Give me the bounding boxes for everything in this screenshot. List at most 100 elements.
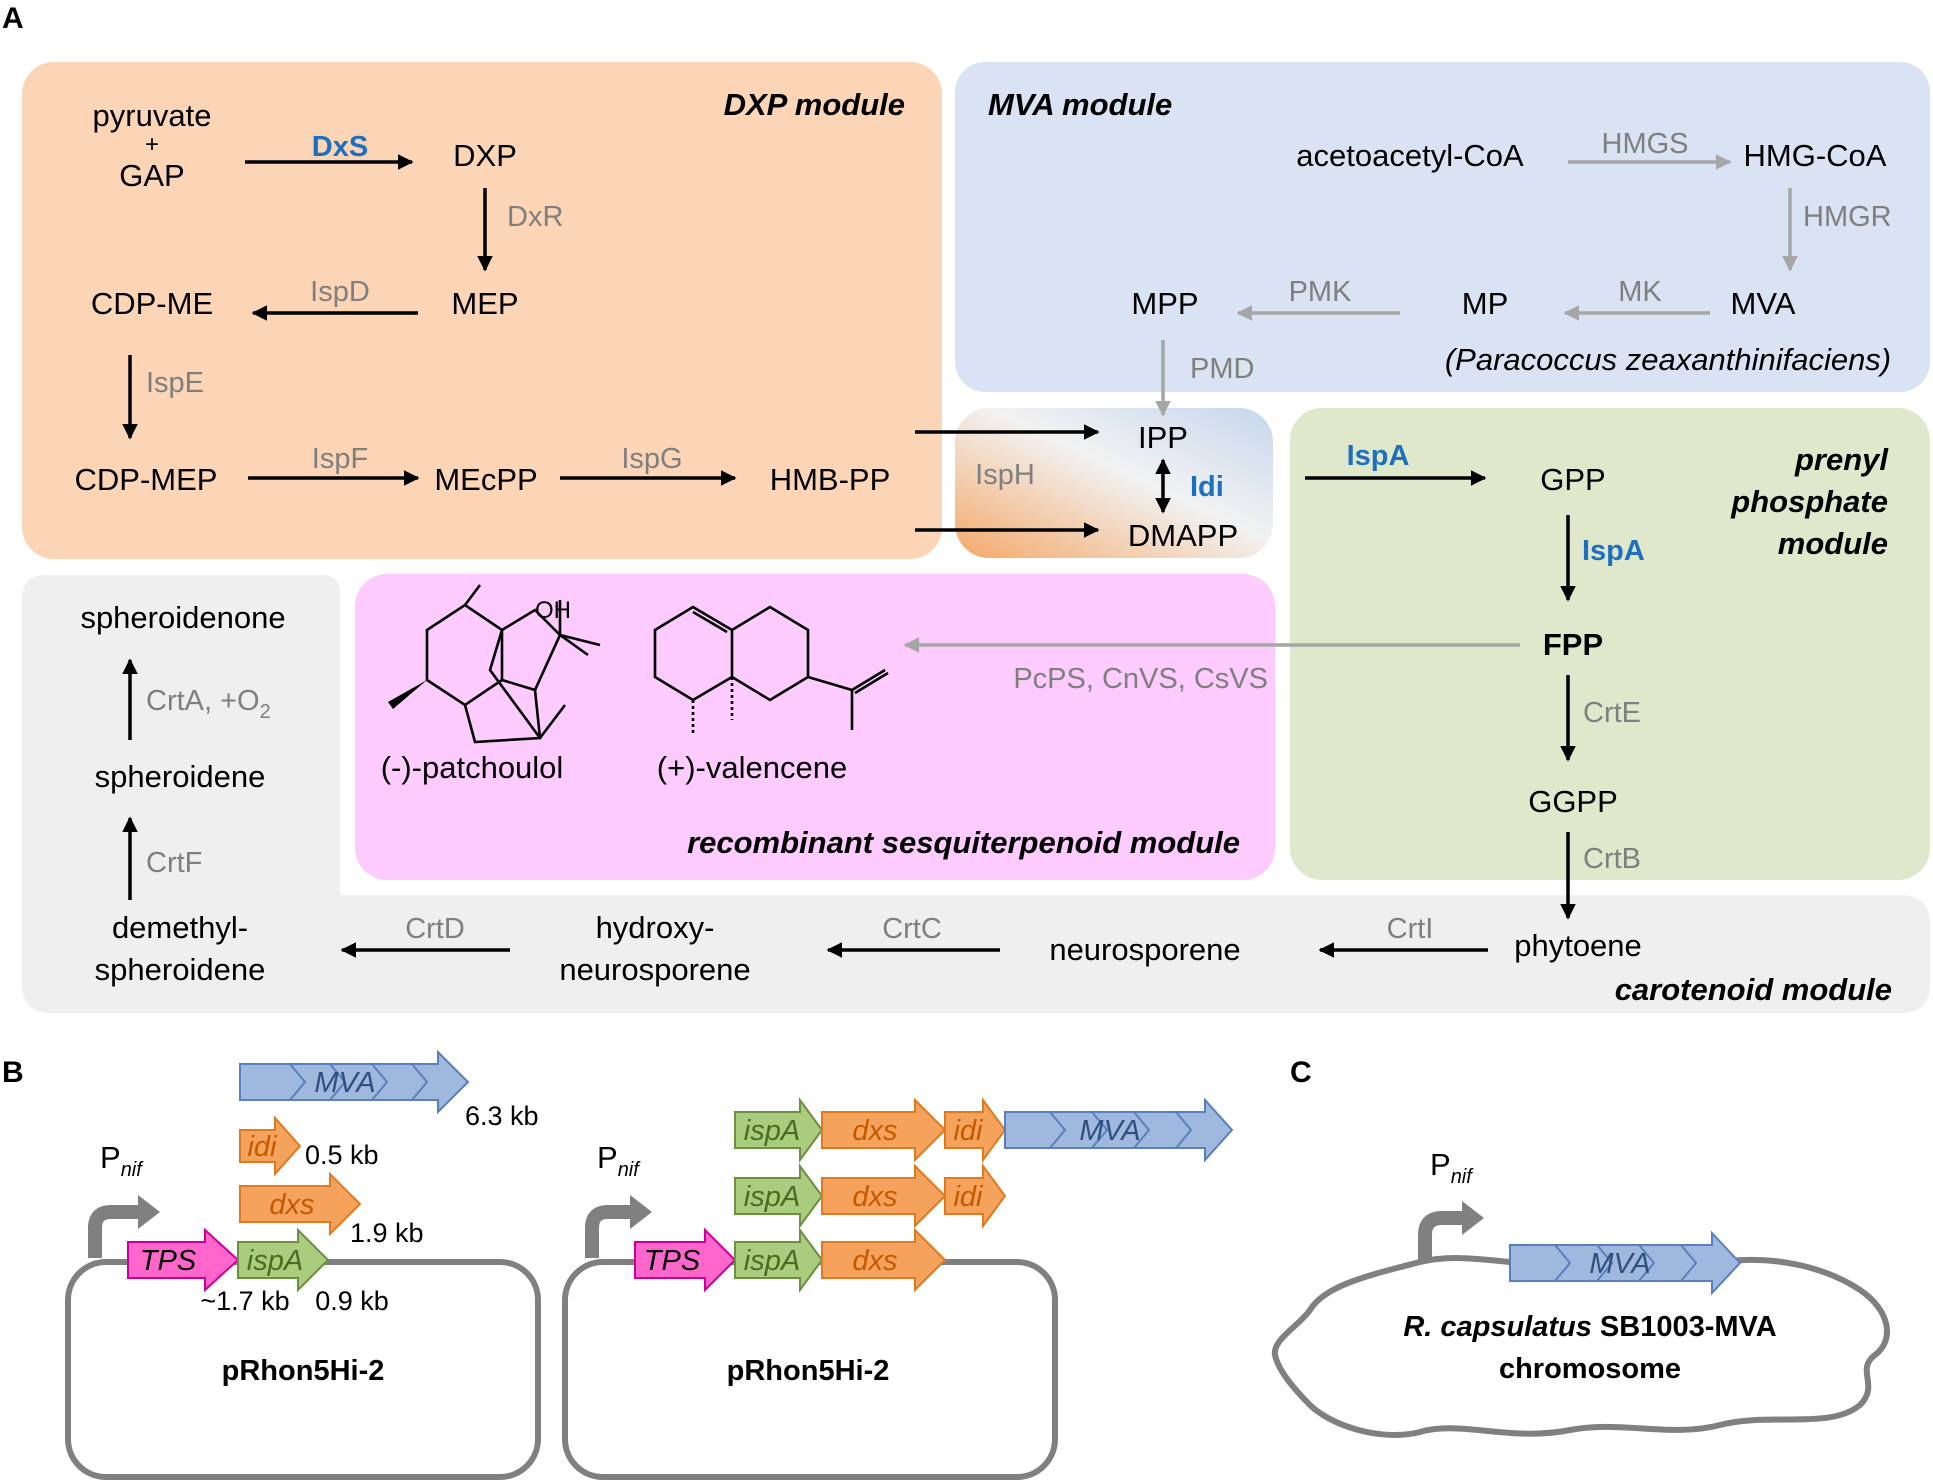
gene-ispA-right-row1 <box>734 1096 824 1164</box>
enzyme-ispa-2: IspA <box>1582 535 1645 567</box>
construct-panel-b-right: Pnif TPS ispA dxs ispA dxs idi ispA dxs … <box>562 1096 1234 1480</box>
mva-internal-marks-c <box>1554 1244 1698 1282</box>
enzyme-dxr: DxR <box>507 201 563 233</box>
pnif-label-left: Pnif <box>100 1140 144 1181</box>
metabolite-hmb-pp: HMB-PP <box>770 462 891 497</box>
enzyme-idi: Idi <box>1190 471 1224 503</box>
metabolite-hydroxy-1: hydroxy- <box>596 910 715 945</box>
metabolite-demethyl-2: spheroidene <box>95 952 266 987</box>
gene-dxs-label-right-row1: dxs <box>852 1115 897 1147</box>
carotenoid-module-title: carotenoid module <box>1615 972 1892 1007</box>
gene-mva-label-right: MVA <box>1079 1115 1140 1147</box>
sesquiterpenoid-module-title: recombinant sesquiterpenoid module <box>687 825 1240 860</box>
enzyme-crti: CrtI <box>1387 913 1434 945</box>
metabolite-neurosporene: neurosporene <box>1049 932 1240 967</box>
gene-mva-left <box>239 1049 470 1115</box>
gene-idi-label-left: idi <box>247 1131 278 1163</box>
metabolite-gpp: GPP <box>1540 462 1605 497</box>
enzyme-terpene-synthases: PcPS, CnVS, CsVS <box>1013 663 1268 695</box>
strain-name: R. capsulatus <box>1403 1311 1592 1343</box>
pnif-right-sub: nif <box>618 1159 642 1181</box>
strain-label: R. capsulatus SB1003-MVA <box>1403 1311 1776 1343</box>
metabolite-mva: MVA <box>1731 286 1796 321</box>
metabolite-hmg-coa: HMG-CoA <box>1744 138 1887 173</box>
pnif-left-sub: nif <box>121 1159 145 1181</box>
gene-idi-right-row2 <box>944 1162 1007 1230</box>
valencene-structure <box>653 605 889 735</box>
patchoulol-label: (-)-patchoulol <box>381 750 564 785</box>
sesquiterpenoid-module-bg <box>355 574 1275 880</box>
gene-tps-right <box>634 1227 737 1293</box>
valencene-label: (+)-valencene <box>657 750 847 785</box>
enzyme-hmgs: HMGS <box>1602 128 1689 160</box>
patchoulol-structure <box>388 584 601 744</box>
metabolite-gap: GAP <box>119 158 184 193</box>
enzyme-ispg: IspG <box>621 443 682 475</box>
gene-dxs-right-row2 <box>821 1163 947 1229</box>
mva-internal-marks-left <box>289 1063 429 1101</box>
enzyme-dxs: DxS <box>312 131 368 163</box>
carotenoid-pathway: phytoene CrtI neurosporene CrtC hydroxy-… <box>80 600 1641 987</box>
gene-mva-right-row1 <box>1004 1097 1234 1163</box>
strain-rest: SB1003-MVA <box>1592 1311 1777 1343</box>
carotenoid-module-bg <box>22 575 1930 1013</box>
metabolite-plus: + <box>145 131 159 158</box>
promoter-arrowhead-right <box>630 1195 652 1229</box>
gene-ispA-right-row2 <box>734 1162 824 1230</box>
promoter-arrow-right <box>585 1205 630 1258</box>
chromosome-outline <box>1271 1255 1890 1438</box>
chromosome-label: chromosome <box>1499 1353 1681 1385</box>
metabolite-dmapp: DMAPP <box>1128 518 1238 553</box>
size-dxs: 1.9 kb <box>350 1218 424 1248</box>
isph-module-bg <box>955 408 1273 558</box>
enzyme-crta-sub: 2 <box>260 701 271 723</box>
metabolite-fpp: FPP <box>1543 627 1603 662</box>
enzyme-crta-main: CrtA, +O <box>146 685 260 717</box>
plasmid-label-right: pRhon5Hi-2 <box>727 1355 890 1387</box>
mva-module-bg <box>955 62 1930 392</box>
pnif-label-right: Pnif <box>597 1140 641 1181</box>
gene-dxs-label-left: dxs <box>269 1189 314 1221</box>
mva-module-title: MVA module <box>988 87 1172 122</box>
metabolite-ggpp: GGPP <box>1528 784 1618 819</box>
gene-mva-label-c: MVA <box>1589 1248 1650 1280</box>
gene-dxs-left <box>239 1171 362 1237</box>
metabolite-phytoene: phytoene <box>1514 928 1642 963</box>
enzyme-crtd: CrtD <box>405 913 465 945</box>
enzyme-ispf: IspF <box>312 443 368 475</box>
metabolite-mp: MP <box>1462 286 1509 321</box>
enzyme-mk: MK <box>1618 276 1662 308</box>
gene-ispA-label-right-row3: ispA <box>744 1245 800 1277</box>
pnif-label-c: Pnif <box>1430 1147 1474 1188</box>
metabolite-ipp: IPP <box>1138 420 1188 455</box>
panel-label-a: A <box>2 2 24 35</box>
pnif-left-main: P <box>100 1140 121 1175</box>
pnif-right-main: P <box>597 1140 618 1175</box>
enzyme-crtc: CrtC <box>882 913 942 945</box>
enzyme-crta: CrtA, +O2 <box>146 685 271 723</box>
size-idi: 0.5 kb <box>305 1140 379 1170</box>
enzyme-isph: IspH <box>975 459 1035 491</box>
metabolite-mecpp: MEcPP <box>434 462 537 497</box>
construct-panel-c: Pnif MVA R. capsulatus SB1003-MVA chromo… <box>1271 1147 1890 1438</box>
gene-idi-left <box>239 1115 302 1177</box>
metabolite-demethyl-1: demethyl- <box>112 910 248 945</box>
metabolite-mpp: MPP <box>1131 286 1198 321</box>
panel-label-c: C <box>1290 1056 1312 1089</box>
pnif-c-sub: nif <box>1451 1166 1475 1188</box>
mva-pathway: acetoacetyl-CoA HMGS HMG-CoA HMGR MVA MK… <box>1131 128 1892 417</box>
pnif-c-main: P <box>1430 1147 1451 1182</box>
metabolite-acetoacetyl-coa: acetoacetyl-CoA <box>1296 138 1524 173</box>
plasmid-label-left: pRhon5Hi-2 <box>222 1355 385 1387</box>
prenyl-module-bg <box>1290 408 1930 880</box>
dxp-pathway: pyruvate + GAP DxS DXP DxR MEP IspD CDP-… <box>75 98 1100 538</box>
enzyme-pmd: PMD <box>1190 353 1254 385</box>
metabolite-pyruvate: pyruvate <box>93 98 212 133</box>
gene-idi-right-row1 <box>944 1096 1007 1164</box>
construct-panel-b-left: Pnif TPS ispA ~1.7 kb 0.9 kb MVA 6.3 kb … <box>65 1049 541 1480</box>
gene-idi-label-right-row2: idi <box>953 1181 984 1213</box>
enzyme-crtf: CrtF <box>146 847 202 879</box>
gene-dxs-label-right-row3: dxs <box>852 1245 897 1277</box>
enzyme-crtb: CrtB <box>1583 843 1641 875</box>
